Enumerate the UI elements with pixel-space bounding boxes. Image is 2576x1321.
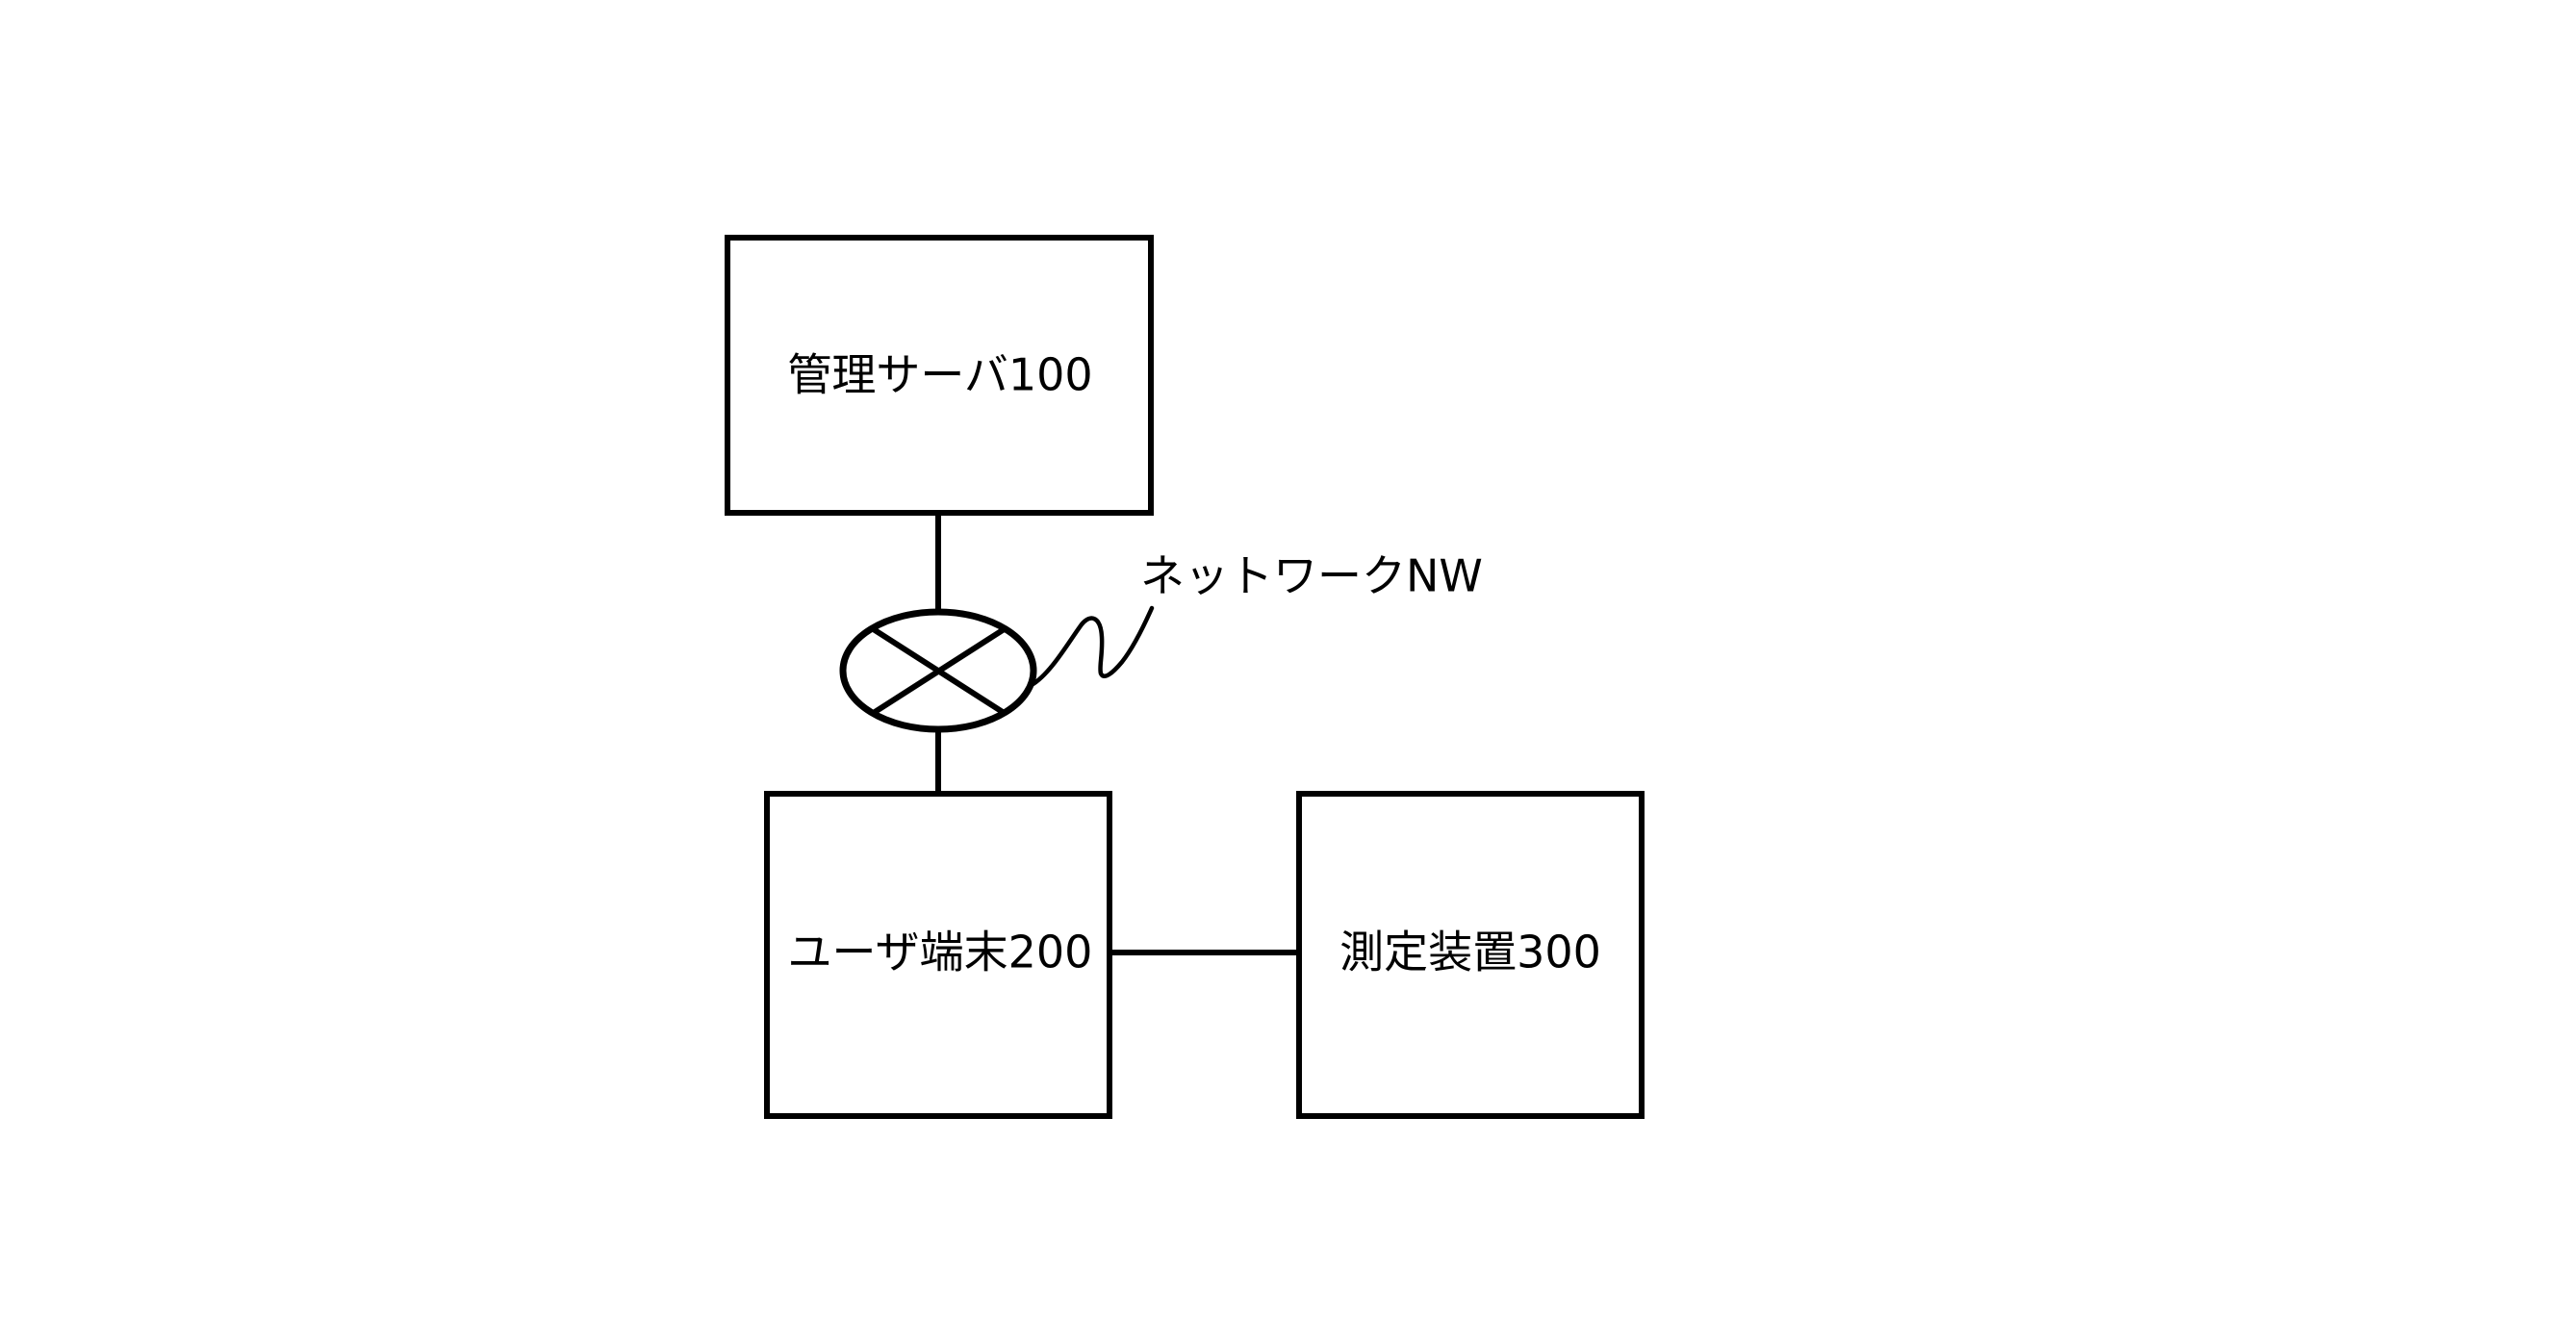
management-server-box[interactable] [725,235,1154,516]
network-label: ネットワークNW [1140,550,1483,602]
measurement-device-label: 測定装置300 [1339,927,1601,978]
node-user-terminal[interactable]: ユーザ端末200 [764,791,1112,1119]
node-measurement-device[interactable]: 測定装置300 [1296,791,1645,1119]
network-label-leader-line [1029,605,1155,688]
network-cross-line-b [870,625,1007,717]
network-cloud-symbol[interactable] [839,608,1037,733]
management-server-label: 管理サーバ100 [787,349,1092,401]
measurement-device-box[interactable] [1296,791,1645,1119]
user-terminal-label: ユーザ端末200 [788,927,1093,978]
user-terminal-box[interactable] [764,791,1112,1119]
node-management-server[interactable]: 管理サーバ100 [725,235,1154,516]
